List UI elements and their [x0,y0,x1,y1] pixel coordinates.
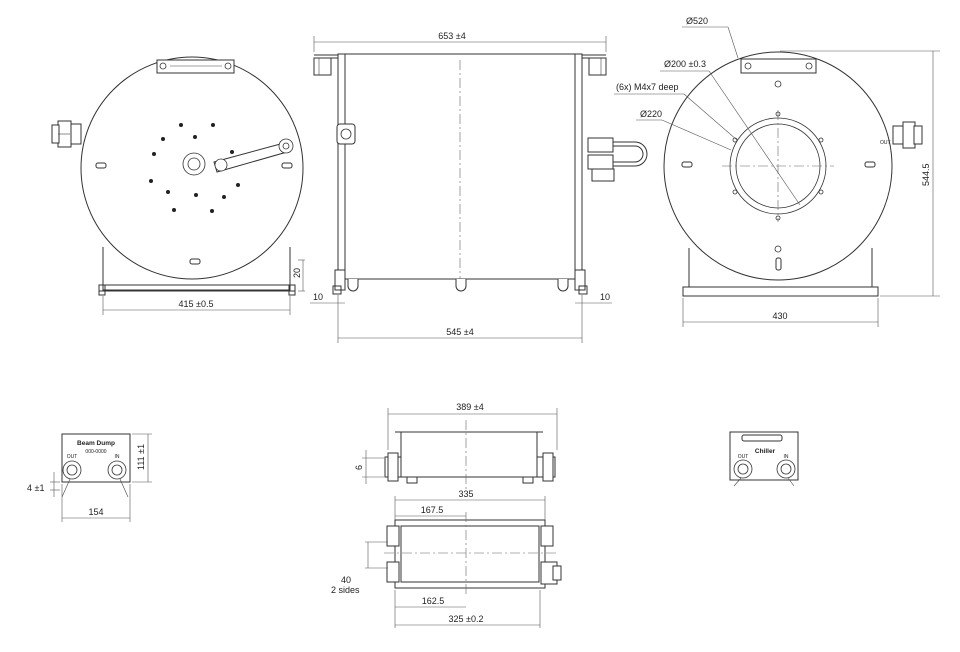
dim-pitch-diameter: Ø220 [640,109,662,119]
dim-chiller-top-height: 6 [354,465,364,470]
dim-foot-height: 20 [292,268,302,278]
dim-foot-right: 10 [600,292,610,302]
dim-chiller-port-note: 2 sides [331,585,360,595]
dim-chiller-base-length: 325 ±0.2 [449,614,484,624]
dim-beam-dump-offset: 4 ±1 [27,483,44,493]
chiller-left-fitting-icon [384,452,402,482]
dim-mount-holes: (6x) M4x7 deep [616,82,679,92]
rear-connector-icon: OUT [880,121,923,149]
rear-view: OUT Ø520 Ø200 ±0.3 (6x) M4x7 deep Ø220 5… [614,16,940,327]
chiller-in-port-icon [776,459,796,479]
beam-dump-out-label: OUT [67,454,78,460]
beam-dump-in-port-icon [107,460,127,480]
beam-dump-subtitle: 000-0000 [85,449,106,455]
chiller-end-view: Chiller OUT IN [729,431,799,487]
chiller-title: Chiller [755,448,776,455]
dim-overall-length: 653 ±4 [438,31,465,41]
chiller-right-fitting-icon [536,452,556,482]
side-ports-icon [587,137,648,182]
front-view: 415 ±0.5 20 [51,56,305,315]
chiller-out-label: OUT [738,454,749,460]
dim-beam-dump-width: 154 [88,507,103,517]
chiller-side-view: 389 ±4 6 [354,402,558,490]
dim-foot-left: 10 [313,292,323,302]
front-connector-icon [51,120,82,148]
dim-chiller-half-top: 167.5 [421,505,444,515]
dim-chiller-plan-length: 335 [458,489,473,499]
beam-dump-out-port-icon [62,460,82,480]
chiller-plan-view: 335 167.5 40 2 sides 162.5 325 ±0.2 [331,489,562,628]
dim-front-base-width: 415 ±0.5 [179,299,214,309]
dim-chiller-half-bottom: 162.5 [422,596,445,606]
svg-text:OUT: OUT [880,140,891,146]
beam-dump-in-label: IN [115,454,120,460]
dim-chiller-top-length: 389 ±4 [456,402,483,412]
chiller-plan-port-icons [386,525,562,585]
chiller-in-label: IN [784,454,789,460]
beam-dump-title: Beam Dump [77,440,115,447]
dim-total-height: 544.5 [921,163,931,186]
dim-side-base-width: 430 [772,311,787,321]
dim-beam-dump-height: 111 ±1 [136,444,146,470]
side-view: 653 ±4 545 ±4 10 10 [310,31,648,343]
dim-base-length: 545 ±4 [446,327,473,337]
dim-chiller-port-spacing: 40 [341,575,351,585]
beam-dump-view: Beam Dump 000-0000 OUT IN 154 111 ±1 4 ±… [27,433,152,522]
side-connector-icon [336,123,356,145]
dim-bore-diameter: Ø200 ±0.3 [664,59,706,69]
dim-outer-diameter: Ø520 [686,16,708,26]
chiller-out-port-icon [733,459,753,479]
